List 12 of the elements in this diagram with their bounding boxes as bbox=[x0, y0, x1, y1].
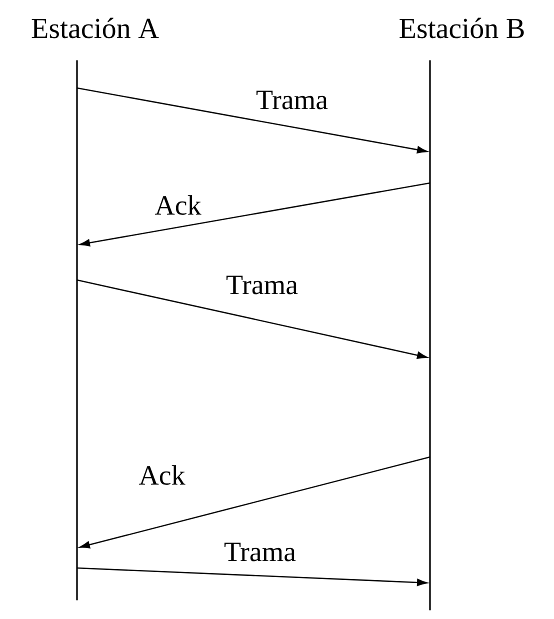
station-label: Estación B bbox=[400, 18, 524, 38]
arrow bbox=[76, 567, 428, 586]
edge-label: Trama bbox=[224, 274, 300, 296]
station-label: Estación A bbox=[32, 18, 159, 38]
edge-label: Ack bbox=[138, 464, 186, 486]
edge-label: Trama bbox=[254, 90, 330, 110]
edge-label: Trama bbox=[222, 542, 298, 562]
arrow bbox=[79, 456, 430, 548]
arrow bbox=[80, 182, 430, 246]
arrow bbox=[76, 279, 428, 359]
arrow bbox=[76, 87, 428, 154]
edge-label: Ack bbox=[154, 194, 202, 216]
